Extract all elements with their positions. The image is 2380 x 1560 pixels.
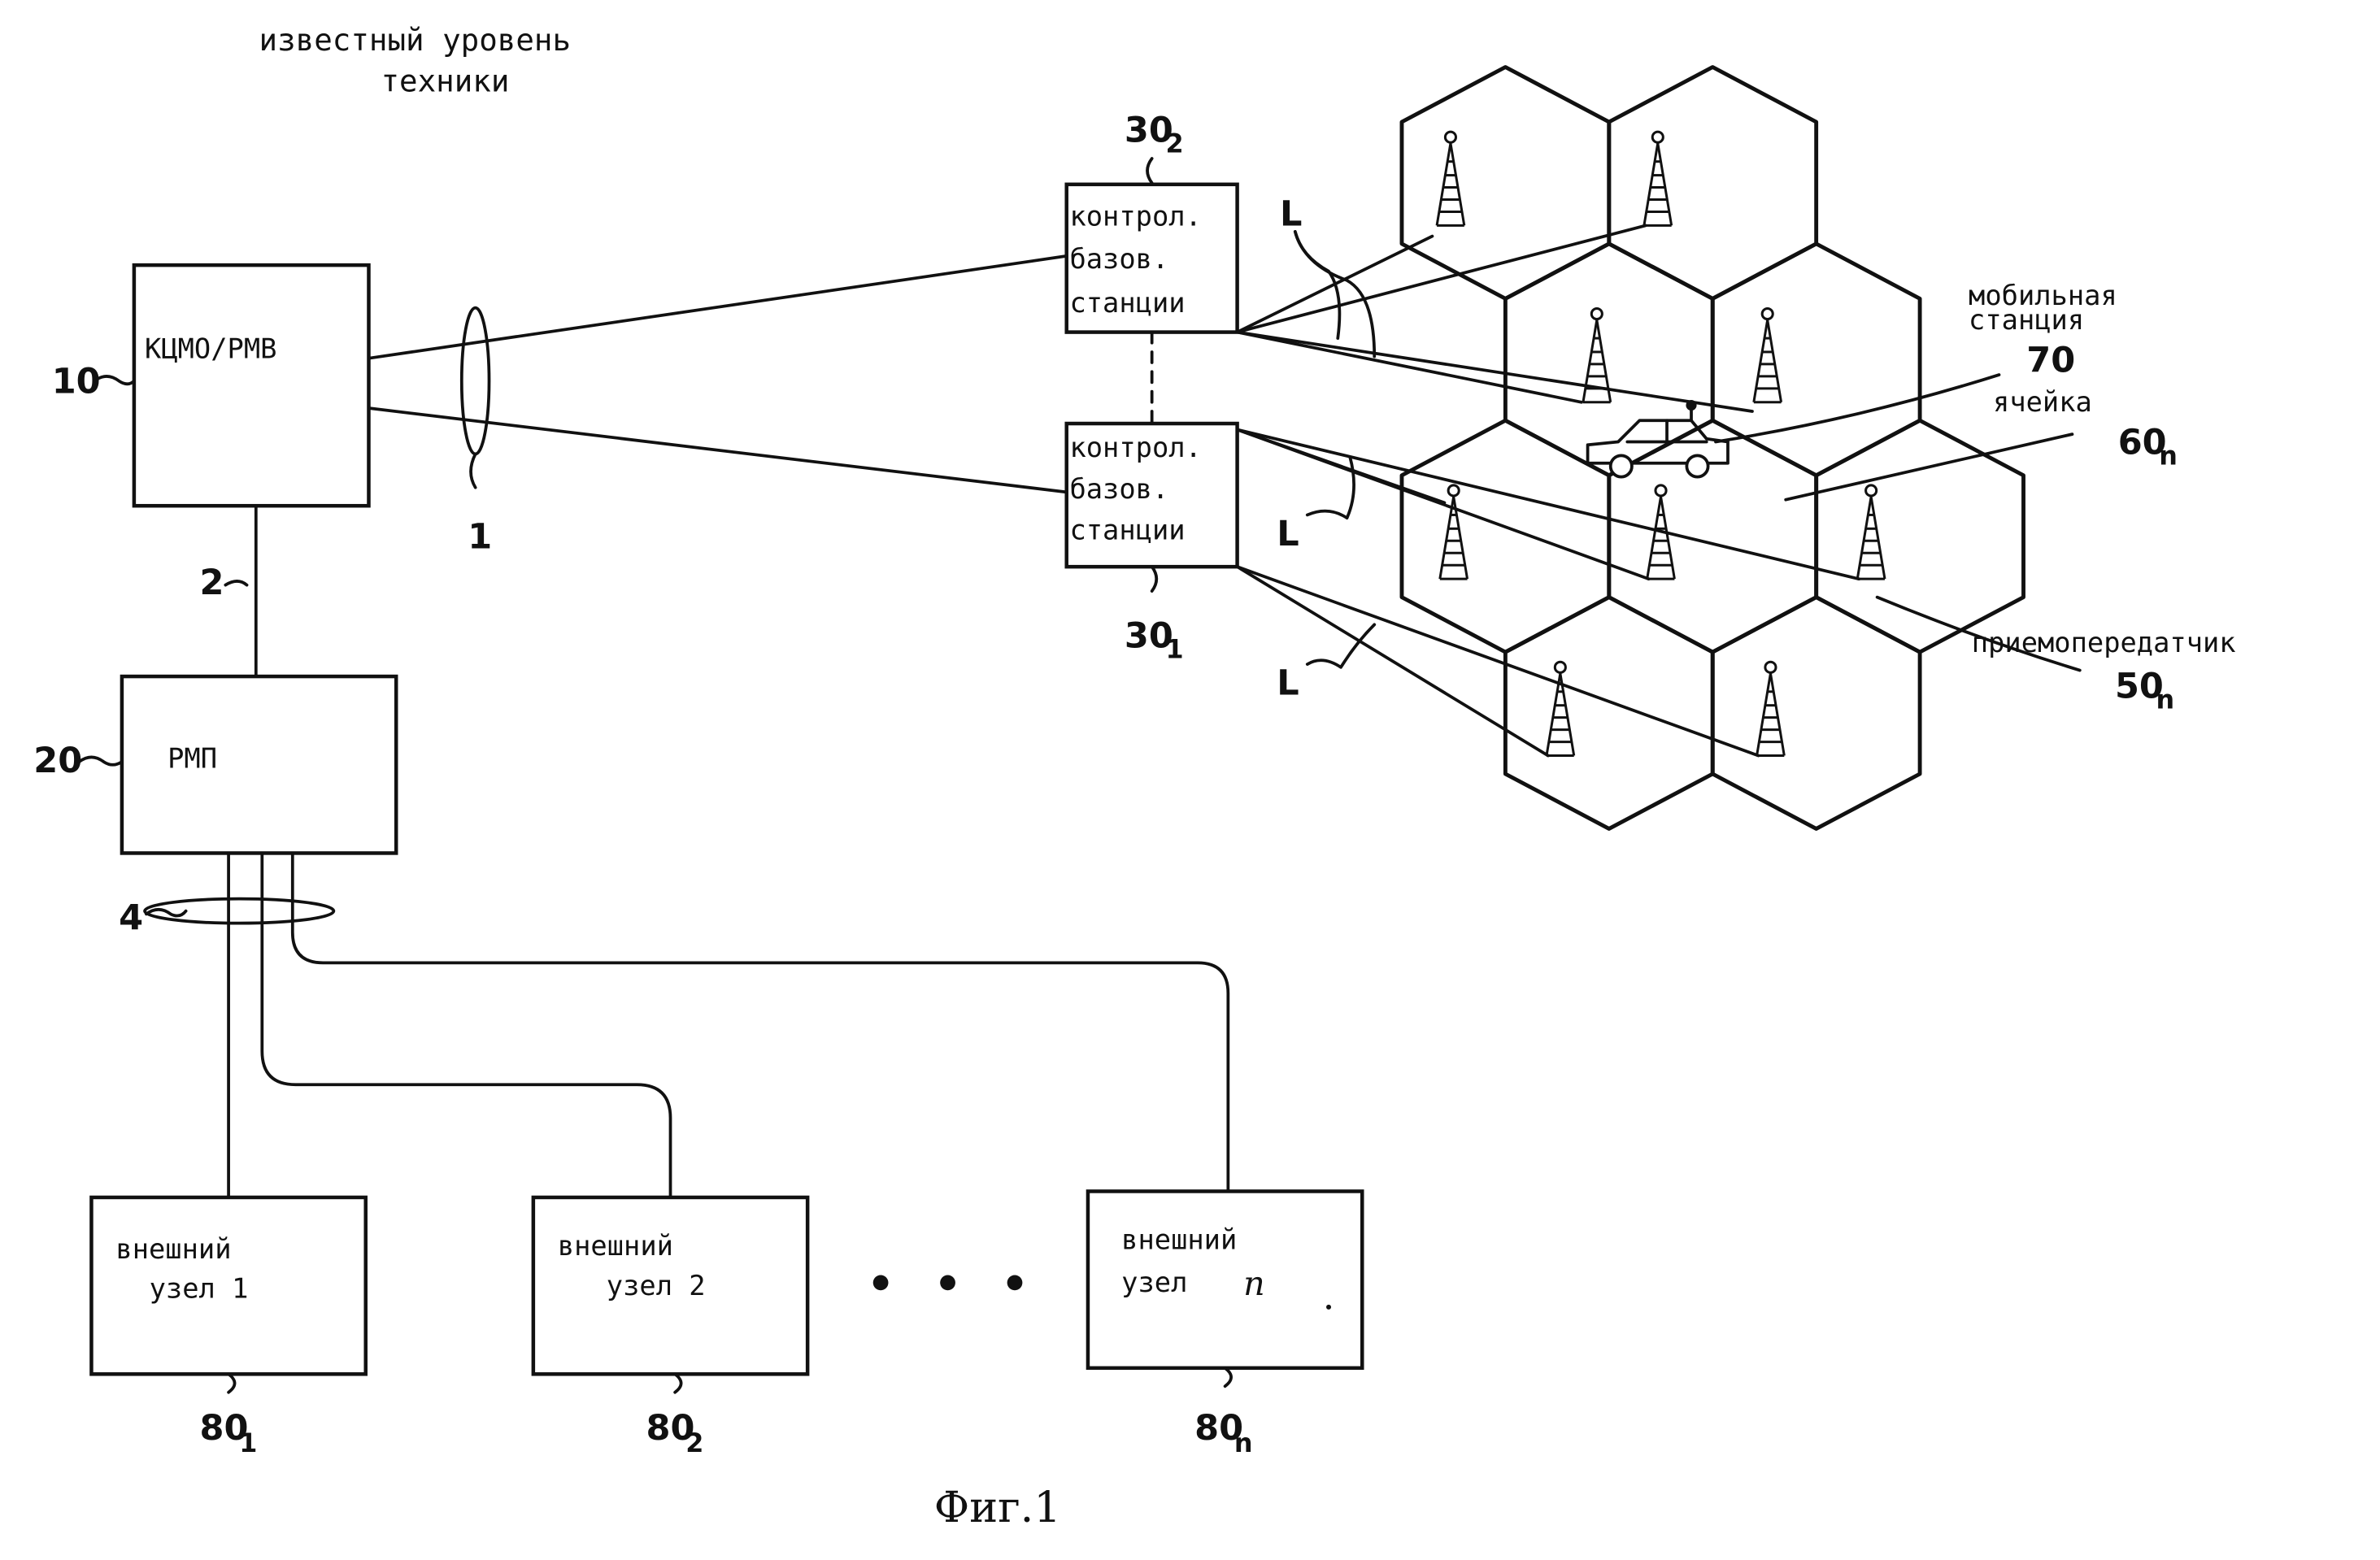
header-line-1: известный уровень — [259, 22, 572, 58]
link-line — [1238, 430, 1860, 580]
bsc-1-line1: контрол. — [1069, 432, 1201, 463]
hlr-label: РМП — [168, 743, 217, 775]
external-node-2-leader — [675, 1374, 681, 1392]
cell-label: ячейка — [1993, 386, 2092, 418]
hlr-ref-leader — [79, 757, 121, 764]
mobile-station-leader — [1716, 375, 1999, 441]
link-1-ref: 1 — [468, 517, 492, 558]
bsc-2-line2: базов. — [1069, 243, 1168, 275]
transceiver-ref-sub: n — [2156, 684, 2175, 715]
external-node-n-ref-sub: n — [1234, 1427, 1253, 1458]
link-l-label-top: L — [1280, 193, 1302, 234]
msc-box — [134, 265, 369, 506]
bsc-2-line3: станции — [1069, 287, 1185, 319]
link-2-leader — [225, 581, 246, 585]
stray-dot — [1326, 1305, 1331, 1310]
external-node-1-ref-sub: 1 — [239, 1427, 257, 1458]
hex-cell — [1609, 67, 1817, 299]
external-node-1-line1: внешний — [115, 1233, 231, 1265]
external-node-n-variable: n — [1243, 1264, 1265, 1303]
hlr-box — [122, 676, 396, 853]
antenna-tower-icon — [1857, 485, 1885, 579]
bsc-1-leader — [1152, 567, 1157, 591]
bsc-2: контрол. базов. станции 30 2 — [1067, 110, 1238, 332]
antenna-tower-icon — [1547, 662, 1574, 755]
external-node-2: внешний узел 2 80 2 — [533, 1197, 807, 1458]
external-node-n-leader — [1225, 1368, 1231, 1386]
link-4-ref: 4 — [119, 897, 143, 938]
external-node-1-leader — [228, 1374, 234, 1392]
link-1-bundle-ellipse — [462, 308, 489, 454]
antenna-tower-icon — [1754, 309, 1782, 402]
external-node-n-line1: внешний — [1121, 1224, 1237, 1256]
header-line-2: техники — [381, 63, 509, 99]
hlr-ref: 20 — [33, 741, 82, 781]
hex-cell — [1402, 67, 1609, 299]
link-line — [1238, 332, 1752, 411]
figure-caption: Фиг.1 — [934, 1483, 1061, 1532]
link-1-leader — [471, 454, 476, 487]
link-2-ref: 2 — [199, 563, 224, 603]
external-node-2-line1: внешний — [558, 1230, 673, 1262]
antenna-tower-icon — [1437, 132, 1464, 225]
hex-cell — [1505, 597, 1712, 829]
external-node-2-line2: узел 2 — [607, 1270, 706, 1301]
hex-cell — [1402, 420, 1609, 652]
cell-ref-sub: n — [2159, 441, 2178, 471]
link-l-leader-mid — [1307, 457, 1354, 518]
bus-to-node-n — [293, 853, 1229, 1196]
external-node-2-ref-sub: 2 — [685, 1427, 703, 1458]
hex-cell — [1609, 420, 1817, 652]
bsc-1: контрол. базов. станции 30 1 — [1067, 424, 1238, 665]
link-l-label-mid: L — [1277, 514, 1299, 554]
hex-cell — [1712, 244, 1920, 476]
link-line — [1238, 332, 1582, 402]
bsc-1-line3: станции — [1069, 514, 1185, 545]
external-node-n: внешний узел n 80 n — [1088, 1191, 1362, 1458]
bsc-2-ref-sub: 2 — [1166, 128, 1184, 159]
antenna-tower-icon — [1644, 132, 1672, 225]
msc-label: КЦМО/РМВ — [145, 332, 276, 364]
external-node-1: внешний узел 1 80 1 — [91, 1197, 365, 1458]
hex-cell — [1712, 597, 1920, 829]
ellipsis-dots — [873, 1275, 1023, 1291]
bsc-2-links — [1238, 225, 1752, 411]
bsc-2-line1: контрол. — [1069, 200, 1201, 232]
link-4-bundle-ellipse — [145, 899, 333, 923]
cell-grid — [1402, 67, 2024, 829]
external-node-n-line2: узел — [1121, 1267, 1187, 1298]
antenna-tower-icon — [1440, 485, 1468, 579]
mobile-station-ref: 70 — [2026, 340, 2075, 380]
transceiver-label: приемопередатчик — [1972, 627, 2236, 658]
bsc-1-line2: базов. — [1069, 473, 1168, 505]
mobile-station-line2: станция — [1969, 304, 2084, 336]
hex-cell — [1817, 420, 2024, 652]
link-l-leader-top — [1295, 232, 1374, 357]
external-node-1-line2: узел 1 — [150, 1273, 249, 1305]
bsc-1-ref-sub: 1 — [1166, 634, 1184, 665]
msc-to-bsc1-line — [370, 408, 1066, 492]
mobile-station-car-icon — [1588, 400, 1728, 477]
link-l-label-bottom: L — [1277, 663, 1299, 704]
bsc-2-leader — [1147, 159, 1152, 183]
antenna-tower-icon — [1757, 662, 1785, 755]
